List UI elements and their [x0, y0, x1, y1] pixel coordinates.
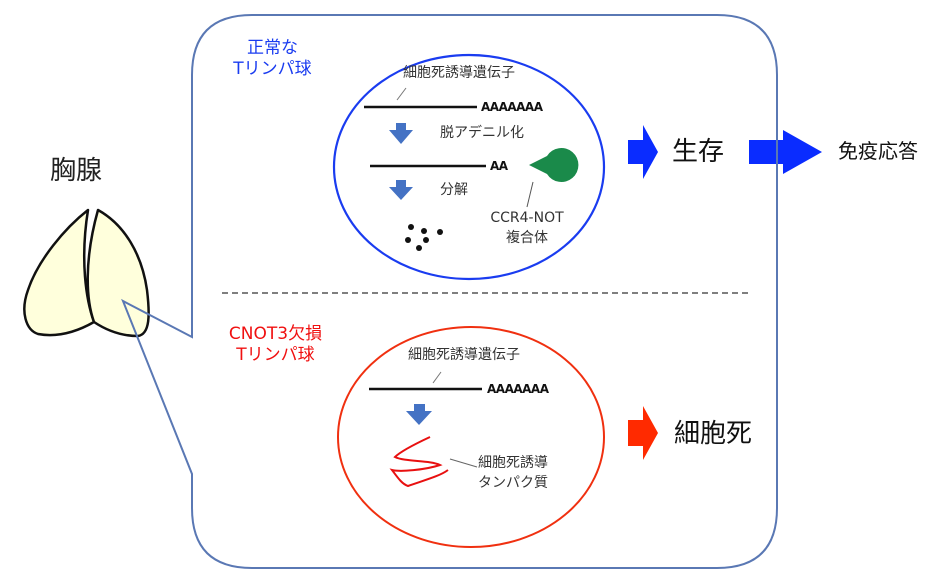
survival-arrow [628, 125, 658, 179]
cell-death-arrow [628, 406, 658, 460]
death-protein-label: 細胞死誘導 タンパク質 [478, 453, 548, 493]
normal-cell-title-line2: Tリンパ球 [233, 59, 312, 79]
fragment-dot [408, 224, 414, 230]
ccr4-not-complex-icon [529, 148, 579, 183]
gene-pointer-line [396, 87, 407, 101]
step-arrow-degradation [389, 180, 413, 200]
fragment-dot [437, 229, 443, 235]
normal-polyA-full: AAAAAAA [481, 100, 543, 114]
ko-polyA-full: AAAAAAA [487, 382, 549, 396]
cell-death-label: 細胞死 [674, 419, 753, 449]
death-protein-label-line1: 細胞死誘導 [478, 455, 548, 471]
ko-cell-membrane [337, 326, 605, 548]
death-protein-label-line2: タンパク質 [478, 475, 548, 491]
step-arrow-translation [406, 404, 432, 425]
survival-label: 生存 [672, 137, 725, 167]
ccr4-not-label-line1: CCR4-NOT [490, 210, 564, 226]
fragment-dot [405, 237, 411, 243]
thymus-left-lobe [23, 208, 96, 337]
thymus-label: 胸腺 [50, 156, 103, 186]
ccr4-not-label-line2: 複合体 [506, 230, 548, 246]
protein-squiggle [389, 436, 449, 488]
fragment-dot [421, 228, 427, 234]
immune-response-arrow [749, 130, 822, 174]
ko-cell-title-line2: Tリンパ球 [236, 345, 315, 365]
fragment-dot [416, 245, 422, 251]
normal-cell-title-line1: 正常な [247, 38, 298, 58]
protein-pointer-line [449, 458, 478, 468]
ko-gene-pointer-line [432, 371, 442, 384]
thymus-illustration [23, 208, 150, 338]
step-arrow-deadenylation [389, 123, 413, 144]
degradation-label: 分解 [440, 182, 468, 198]
normal-cell-title: 正常な Tリンパ球 [220, 38, 325, 80]
normal-cell-membrane [332, 53, 606, 281]
normal-gene-label: 細胞死誘導遺伝子 [403, 65, 515, 81]
ccr4-not-complex-label: CCR4-NOT 複合体 [472, 208, 582, 248]
ko-cell-title: CNOT3欠損 Tリンパ球 [218, 324, 333, 366]
fragment-dot [423, 237, 429, 243]
callout-panel [121, 14, 778, 569]
ko-cell-title-line1: CNOT3欠損 [228, 324, 323, 344]
complex-pointer-line [526, 181, 534, 208]
immune-response-label: 免疫応答 [838, 139, 918, 163]
degraded-fragments [405, 224, 443, 251]
deadenylation-label: 脱アデニル化 [440, 125, 524, 141]
ko-gene-label: 細胞死誘導遺伝子 [408, 347, 520, 363]
thymus-right-lobe [86, 208, 150, 338]
normal-polyA-short: AA [490, 159, 508, 173]
